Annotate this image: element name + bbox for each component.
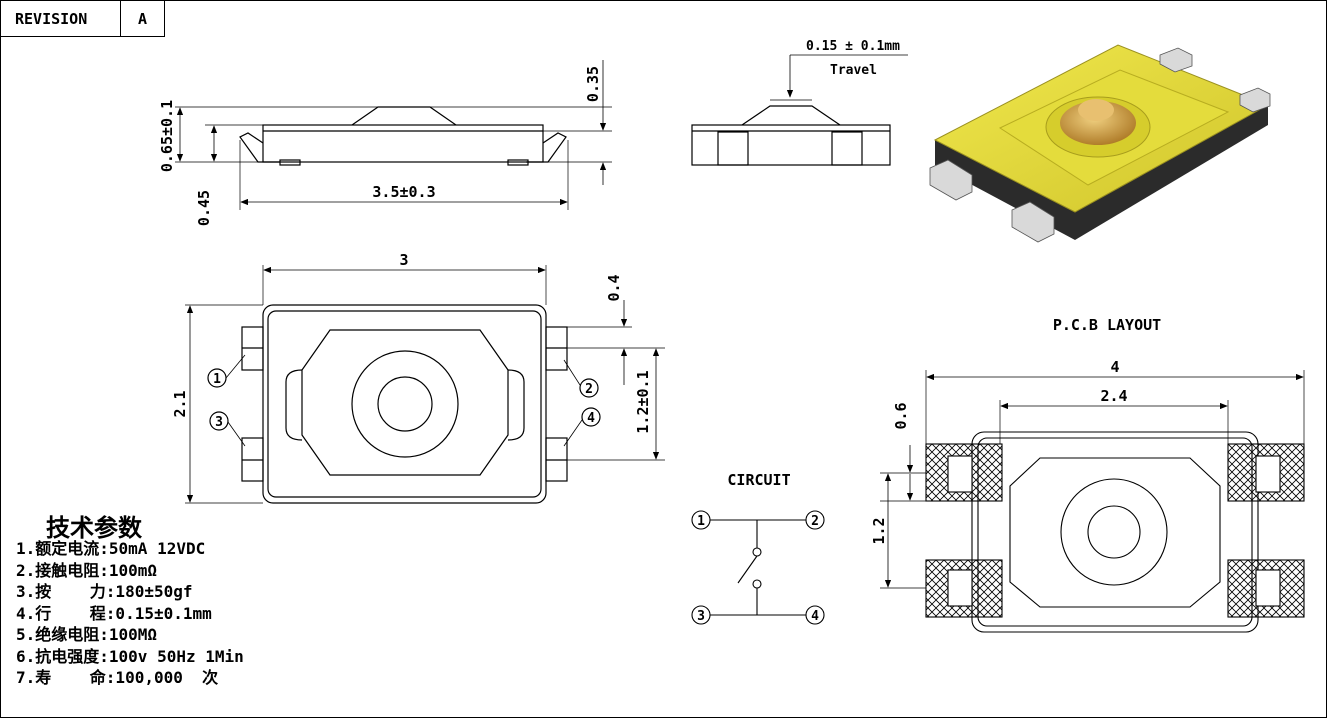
revision-label: REVISION bbox=[15, 10, 88, 28]
pcb-pad bbox=[925, 443, 1003, 502]
top-height-dim: 2.1 bbox=[171, 390, 189, 417]
spec-line: 5.绝缘电阻:100MΩ bbox=[16, 625, 158, 644]
spec-line: 3.按 力:180±50gf bbox=[16, 582, 193, 601]
pcb-pad-dim: 0.6 bbox=[892, 402, 910, 429]
circuit-pin-2-label: 2 bbox=[811, 514, 819, 529]
circuit-pin-1 bbox=[691, 510, 711, 530]
spec-line: 6.抗电强度:100v 50Hz 1Min bbox=[16, 646, 244, 666]
terminal-3d bbox=[929, 159, 973, 201]
circuit-pin-3 bbox=[691, 605, 711, 625]
top-pad-dim: 0.4 bbox=[605, 274, 623, 301]
front-body bbox=[691, 124, 891, 166]
pin-4-label: 4 bbox=[587, 411, 595, 426]
circuit-pin-1-label: 1 bbox=[697, 514, 705, 529]
side-plunger-dim: 0.35 bbox=[584, 66, 602, 102]
pin-1-label: 1 bbox=[213, 372, 221, 387]
travel-dim: 0.15 ± 0.1mm bbox=[806, 39, 900, 54]
travel-label: Travel bbox=[830, 63, 877, 78]
pin-1-marker bbox=[207, 368, 227, 388]
top-body-outer bbox=[262, 304, 547, 504]
pcb-outer-dim: 4 bbox=[1110, 358, 1119, 376]
circuit-pin-2 bbox=[805, 510, 825, 530]
front-plunger bbox=[741, 105, 841, 126]
pcb-pad bbox=[1227, 443, 1305, 502]
terminal-3d bbox=[1011, 201, 1055, 243]
pcb-inner-dim: 2.4 bbox=[1100, 387, 1127, 405]
pcb-layout bbox=[880, 370, 1305, 633]
pcb-pad bbox=[1227, 559, 1305, 618]
side-width-dim: 3.5±0.3 bbox=[372, 183, 435, 201]
circuit-pin-3-label: 3 bbox=[697, 609, 705, 624]
circuit-pin-4 bbox=[805, 605, 825, 625]
pin-3-label: 3 bbox=[215, 415, 223, 430]
circuit-pin-4-label: 4 bbox=[811, 609, 819, 624]
side-lead-dim: 0.45 bbox=[195, 190, 213, 226]
pin-2-label: 2 bbox=[585, 382, 593, 397]
spec-line: 2.接触电阻:100mΩ bbox=[16, 560, 158, 580]
pcb-pad bbox=[925, 559, 1003, 618]
circuit-diagram bbox=[691, 510, 825, 625]
top-pitch-dim: 1.2±0.1 bbox=[634, 370, 652, 433]
switch-contact bbox=[737, 555, 758, 584]
circuit-title: CIRCUIT bbox=[727, 471, 790, 489]
top-view bbox=[185, 265, 665, 504]
top-width-dim: 3 bbox=[399, 251, 408, 269]
pin-3-marker bbox=[209, 411, 229, 431]
specs-title: 技术参数 bbox=[46, 514, 142, 542]
pcb-title: P.C.B LAYOUT bbox=[1053, 316, 1161, 334]
spec-line: 4.行 程:0.15±0.1mm bbox=[16, 603, 212, 623]
side-plunger bbox=[351, 106, 457, 126]
terminal-3d bbox=[1159, 47, 1193, 73]
side-body bbox=[262, 124, 544, 163]
title-block: REVISION A bbox=[0, 0, 165, 37]
switch-3d-view bbox=[929, 44, 1271, 243]
terminal-3d bbox=[1239, 87, 1271, 113]
top-plunger-ring bbox=[351, 350, 459, 458]
top-plunger bbox=[377, 376, 433, 432]
revision-value: A bbox=[138, 10, 148, 28]
side-height-dim: 0.65±0.1 bbox=[158, 100, 176, 172]
front-view bbox=[691, 54, 908, 166]
spec-line: 1.额定电流:50mA 12VDC bbox=[16, 539, 206, 558]
spec-line: 7.寿 命:100,000 次 bbox=[16, 668, 219, 687]
top-cap bbox=[301, 329, 509, 476]
pcb-pitch-dim: 1.2 bbox=[870, 517, 888, 544]
side-view bbox=[175, 60, 612, 210]
pin-2-marker bbox=[579, 378, 599, 398]
pin-4-marker bbox=[581, 407, 601, 427]
pcb-outline bbox=[971, 431, 1259, 633]
